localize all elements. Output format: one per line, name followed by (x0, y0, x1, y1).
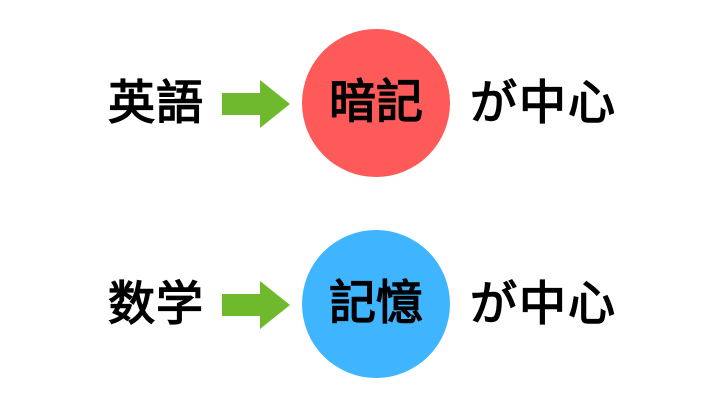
subject-label: 英語 (108, 76, 204, 131)
suffix-label: が中心 (470, 277, 617, 332)
comparison-row-math: 数学 記憶 が中心 (0, 228, 720, 378)
focus-circle: 記憶 (302, 230, 450, 378)
right-arrow-icon (222, 80, 290, 128)
focus-circle: 暗記 (302, 29, 450, 177)
focus-label: 暗記 (329, 75, 423, 130)
focus-label: 記憶 (329, 276, 423, 331)
suffix-label: が中心 (470, 76, 617, 131)
comparison-row-english: 英語 暗記 が中心 (0, 27, 720, 177)
subject-label: 数学 (108, 277, 204, 332)
right-arrow-icon (222, 281, 290, 329)
